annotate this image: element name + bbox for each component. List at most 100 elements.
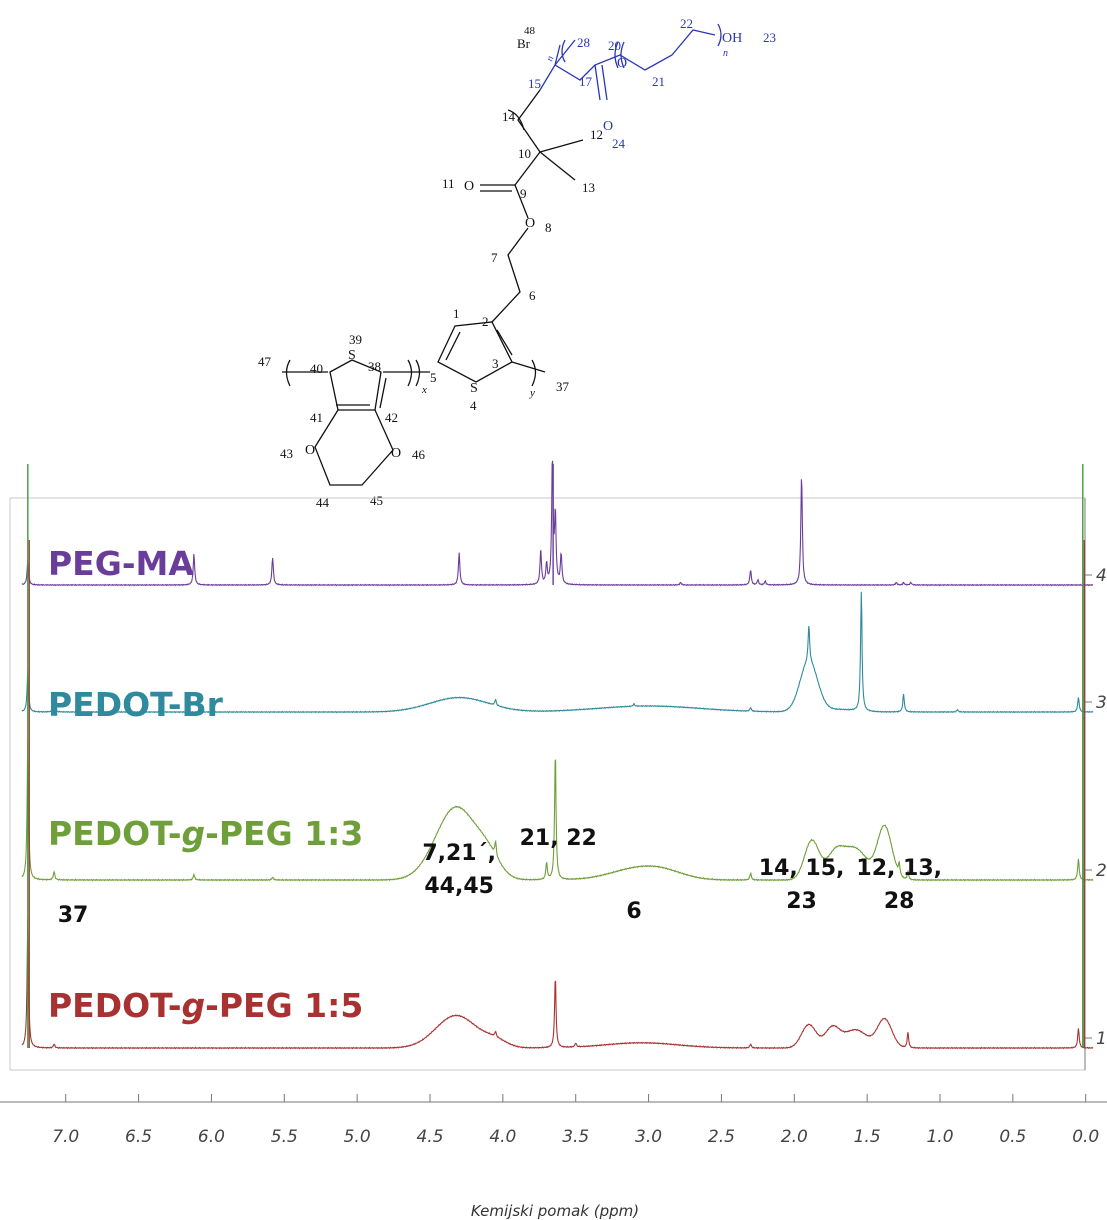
structure-bonds-blue <box>539 23 722 101</box>
plot-area <box>9 497 1086 1071</box>
series-label-part: -PEG 1:5 <box>205 986 363 1025</box>
x-tick-label: 7.0 <box>52 1127 79 1147</box>
atom-oh23: OH <box>722 31 742 46</box>
y-tick-label: 3 <box>1096 693 1107 713</box>
spectrum-line <box>21 740 1094 882</box>
num-44: 44 <box>316 495 330 510</box>
x-tick-label: 1.0 <box>926 1127 953 1147</box>
num-47: 47 <box>258 354 272 369</box>
atom-s39: S <box>348 348 356 363</box>
peak-annotation: 6 <box>626 899 641 924</box>
sub-m: n <box>544 55 556 63</box>
num-43: 43 <box>280 446 293 461</box>
spectrum-line <box>21 460 1094 587</box>
num-7: 7 <box>491 250 498 265</box>
spectrum-line <box>21 591 1094 714</box>
num-8: 8 <box>545 220 552 235</box>
x-tick-label: 0.5 <box>999 1127 1026 1147</box>
spectra-group <box>21 460 1094 1050</box>
num-1: 1 <box>453 306 460 321</box>
atom-s4: S <box>470 381 478 396</box>
num-6: 6 <box>529 288 536 303</box>
num-3: 3 <box>492 356 499 371</box>
num-45: 45 <box>370 493 383 508</box>
peak-annotation: 37 <box>58 903 89 928</box>
structure-labels-black: S S O O O O Br 1 2 3 4 5 6 7 8 9 10 11 1… <box>258 25 603 510</box>
x-tick-label: 4.0 <box>489 1127 516 1147</box>
peak-annotation-line: 37 <box>58 903 89 928</box>
sub-x: x <box>421 384 427 396</box>
x-axis-title: Kemijski pomak (ppm) <box>471 1202 639 1220</box>
series-label-part: -PEG 1:3 <box>205 814 363 853</box>
x-tick-label: 2.0 <box>781 1127 808 1147</box>
x-tick-label: 4.5 <box>416 1127 443 1147</box>
x-tick-label: 0.0 <box>1072 1127 1099 1147</box>
peak-annotation-line: 44,45 <box>424 874 494 899</box>
atom-br: Br <box>517 36 531 51</box>
series-label-part: g <box>182 986 206 1025</box>
series-label-part: PEG-MA <box>48 544 194 583</box>
y-tick-label: 4 <box>1096 566 1107 586</box>
series-label-part: g <box>182 814 206 853</box>
num-11: 11 <box>442 176 455 191</box>
num-46: 46 <box>412 447 426 462</box>
num-4: 4 <box>470 398 477 413</box>
peak-annotation: 21, 22 <box>520 826 597 851</box>
peak-annotation-line: 6 <box>626 899 641 924</box>
peak-annotation: 7,21´, 44,45 <box>422 841 496 899</box>
series-label-part: PEDOT- <box>48 986 182 1025</box>
num-2: 2 <box>482 314 489 329</box>
num-12: 12 <box>590 127 603 142</box>
num-48: 48 <box>524 25 536 37</box>
atom-o43: O <box>305 443 315 458</box>
y-tick-label: 1 <box>1096 1029 1107 1049</box>
sub-y: y <box>529 387 535 399</box>
peak-annotation-line: 28 <box>884 889 915 914</box>
y-axis: 4 3 2 1 <box>1085 566 1107 1049</box>
x-tick-label: 3.0 <box>635 1127 662 1147</box>
peak-annotation-line: 23 <box>786 889 817 914</box>
series-label: PEDOT-g-PEG 1:5 <box>48 986 363 1025</box>
series-label: PEDOT-Br <box>48 685 224 724</box>
atom-o8: O <box>525 216 535 231</box>
num-21: 21 <box>652 74 665 89</box>
num-24: 24 <box>612 136 626 151</box>
peak-annotation: 14, 15, 23 <box>759 856 845 914</box>
atom-o24: O <box>603 119 613 134</box>
num-20: 20 <box>608 38 621 53</box>
num-37: 37 <box>556 379 570 394</box>
y-tick-label: 2 <box>1096 861 1107 881</box>
series-label: PEG-MA <box>48 544 194 583</box>
num-22: 22 <box>680 16 693 31</box>
num-23: 23 <box>763 30 776 45</box>
x-tick-label: 6.0 <box>198 1127 225 1147</box>
num-40: 40 <box>310 361 323 376</box>
x-tick-label: 5.0 <box>344 1127 371 1147</box>
sub-n: n <box>723 48 728 59</box>
num-10: 10 <box>518 146 531 161</box>
num-28: 28 <box>577 35 590 50</box>
structure-bonds-black <box>282 89 584 486</box>
num-5: 5 <box>430 370 437 385</box>
num-39: 39 <box>349 332 362 347</box>
atom-o11: O <box>464 179 474 194</box>
peak-annotation-line: 14, 15, <box>759 856 845 881</box>
peak-annotation-line: 12, 13, <box>856 856 942 881</box>
num-38: 38 <box>368 359 381 374</box>
series-label-part: PEDOT- <box>48 814 182 853</box>
peak-annotations: 37 7,21´, 44,45 21, 22 6 14, 15, 23 12, 13, 28 <box>58 826 942 928</box>
x-tick-label: 3.5 <box>562 1127 589 1147</box>
plot-frame <box>9 497 1086 1071</box>
peak-annotation-line: 7,21´, <box>422 841 496 866</box>
peak-annotation-line: 21, 22 <box>520 826 597 851</box>
structure-labels-blue: 15 28 17 20 21 22 23 24 O O OH n n <box>528 16 776 151</box>
num-17: 17 <box>579 74 593 89</box>
num-13: 13 <box>582 180 595 195</box>
atom-o46: O <box>391 446 401 461</box>
x-tick-label: 6.5 <box>125 1127 152 1147</box>
num-14: 14 <box>502 109 516 124</box>
num-15: 15 <box>528 76 541 91</box>
